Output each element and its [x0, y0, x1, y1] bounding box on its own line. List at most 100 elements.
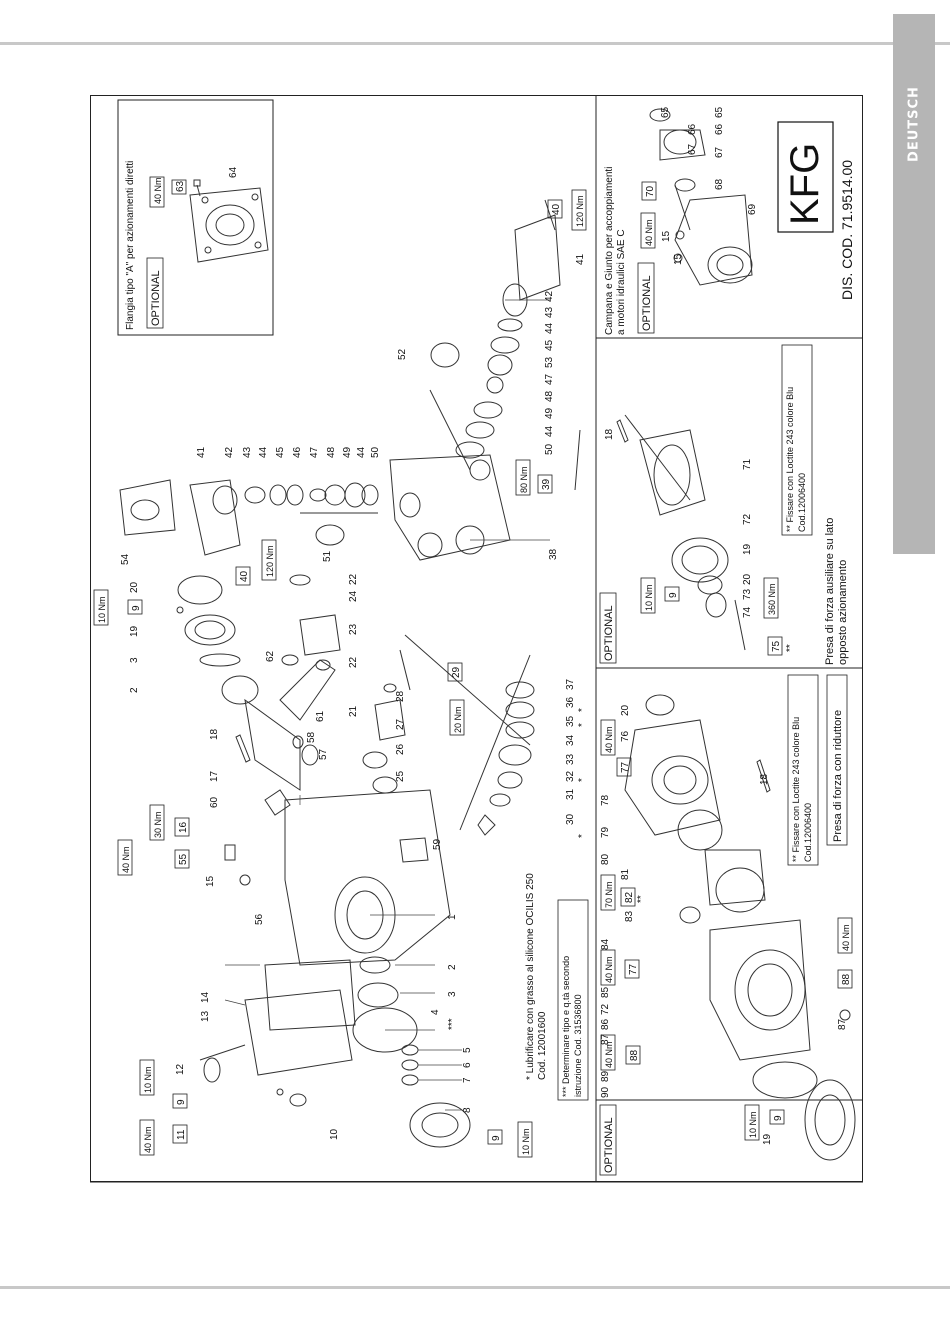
bell-part-label: 67 — [714, 146, 725, 158]
main-part-label: 54 — [120, 553, 131, 565]
pto-part-label: 20 — [742, 573, 753, 585]
main-note2-line1: *** Determinare tipo e q.tà secondo — [561, 956, 571, 1097]
main-part-label: 48 — [544, 390, 555, 402]
main-torque: 120 Nm — [265, 545, 275, 577]
flange-part-label: 64 — [228, 166, 239, 178]
main-part-label: 14 — [200, 991, 211, 1003]
main-part-label: 41 — [196, 446, 207, 458]
reducer-part-label: 19 — [762, 1133, 773, 1145]
flange-title-text: Flangia tipo "A" per azionamenti diretti — [125, 161, 136, 330]
main-part-label: 1 — [447, 914, 458, 920]
main-part-label: 9 — [491, 1135, 502, 1141]
main-torque: 10 Nm — [521, 1128, 531, 1155]
main-part-label: 13 — [200, 1010, 211, 1022]
pto-part-label: 18 — [604, 428, 615, 440]
reducer-part-label: 87 — [600, 1033, 611, 1045]
reducer-part-label: 77 — [620, 761, 631, 773]
reducer-part-label: 88 — [629, 1049, 640, 1061]
bell-part-label: 65 — [714, 106, 725, 118]
reducer-part-label: 72 — [600, 1003, 611, 1015]
bell-part-label: 15 — [673, 253, 684, 265]
main-part-label: 42 — [544, 290, 555, 302]
top-rule — [0, 42, 950, 45]
reducer-part-label: 76 — [620, 730, 631, 742]
reducer-torque: 40 Nm — [604, 956, 614, 983]
pto-part-label: 9 — [668, 592, 679, 598]
reducer-caption: Presa di forza con riduttore — [832, 710, 844, 842]
bell-part-label: 70 — [645, 185, 656, 197]
main-part-label: 15 — [205, 875, 216, 887]
reducer-note-line1: ** Fissare con Loctite 243 colore Blu — [791, 717, 801, 862]
bell-tag: OPTIONAL — [641, 275, 653, 331]
main-part-label: 17 — [209, 770, 220, 782]
flange-part-label: 63 — [175, 180, 186, 192]
main-part-label: 2 — [447, 964, 458, 970]
model-code: KFG — [783, 143, 827, 225]
bell-part-label: 67 — [687, 143, 698, 155]
main-part-label: 21 — [348, 705, 359, 717]
bell-part-label: 15 — [661, 230, 672, 242]
main-part-label: 57 — [318, 748, 329, 760]
main-part-label: 9 — [176, 1099, 187, 1105]
main-torque: 10 Nm — [143, 1066, 153, 1093]
bell-part-label: 69 — [747, 203, 758, 215]
main-pump — [119, 199, 581, 1148]
reducer-tag: OPTIONAL — [603, 1117, 615, 1173]
main-part-label: 50 — [544, 443, 555, 455]
main-part-label: 28 — [395, 690, 406, 702]
main-part-label: 31 — [565, 788, 576, 800]
main-part-label: 44 — [258, 446, 269, 458]
reducer-part-label: 86 — [600, 1018, 611, 1030]
reducer-note-line2: Cod.12006400 — [803, 803, 813, 862]
main-part-label: * — [577, 723, 588, 727]
reducer-torque: 40 Nm — [841, 924, 851, 951]
pto-caption-line2: opposto azionamento — [837, 560, 849, 665]
main-part-label: 7 — [462, 1077, 473, 1083]
pto-part-label: 71 — [742, 458, 753, 470]
pto-part-label: 74 — [742, 606, 753, 618]
pto-part-label: 75 — [771, 640, 782, 652]
pto-note-line2: Cod.12006400 — [797, 473, 807, 532]
main-part-label: 46 — [292, 446, 303, 458]
main-torque: 40 Nm — [121, 846, 131, 873]
main-part-label: 44 — [544, 322, 555, 334]
main-part-label: 59 — [432, 838, 443, 850]
main-part-label: 3 — [129, 657, 140, 663]
main-part-label: 49 — [544, 407, 555, 419]
reducer-part-label: 80 — [600, 853, 611, 865]
main-part-label: 61 — [315, 710, 326, 722]
main-part-label: 38 — [548, 548, 559, 560]
reducer-part-label: 90 — [600, 1086, 611, 1098]
main-part-label: 8 — [462, 1107, 473, 1113]
main-part-label: 36 — [565, 696, 576, 708]
reducer-part-label: 85 — [600, 986, 611, 998]
main-part-label: 5 — [462, 1047, 473, 1053]
main-note1-line1: * Lubrificare con grasso al silicone OCI… — [525, 873, 536, 1080]
reducer-torque: 40 Nm — [604, 1041, 614, 1068]
pto-caption-line1: Presa di forza ausiliare su lato — [824, 518, 836, 665]
main-part-label: 25 — [395, 770, 406, 782]
reducer-part-label: 79 — [600, 826, 611, 838]
main-part-label: 56 — [254, 913, 265, 925]
main-part-label: 43 — [544, 306, 555, 318]
reducer-part-label: 9 — [773, 1115, 784, 1121]
main-part-label: 52 — [397, 348, 408, 360]
main-part-label: 37 — [565, 678, 576, 690]
main-part-label: 47 — [544, 373, 555, 385]
main-part-label: 16 — [178, 821, 189, 833]
language-tab[interactable]: DEUTSCH — [893, 14, 935, 554]
main-part-label: 40 — [239, 570, 250, 582]
main-note2-line2: istruzione Cod. 31536800 — [573, 994, 583, 1097]
main-part-label: 3 — [447, 991, 458, 997]
main-part-label: 9 — [131, 605, 142, 611]
pto-part-label: 19 — [742, 543, 753, 555]
main-part-label: 49 — [342, 446, 353, 458]
main-part-label: 19 — [129, 625, 140, 637]
reducer-torque: 10 Nm — [748, 1111, 758, 1138]
reducer-part-label: 82 — [624, 891, 635, 903]
main-part-label: 41 — [575, 253, 586, 265]
bell-section — [649, 108, 753, 286]
pto-section — [616, 414, 746, 651]
main-part-label: 11 — [176, 1129, 187, 1140]
reducer-part-label: 78 — [600, 794, 611, 806]
